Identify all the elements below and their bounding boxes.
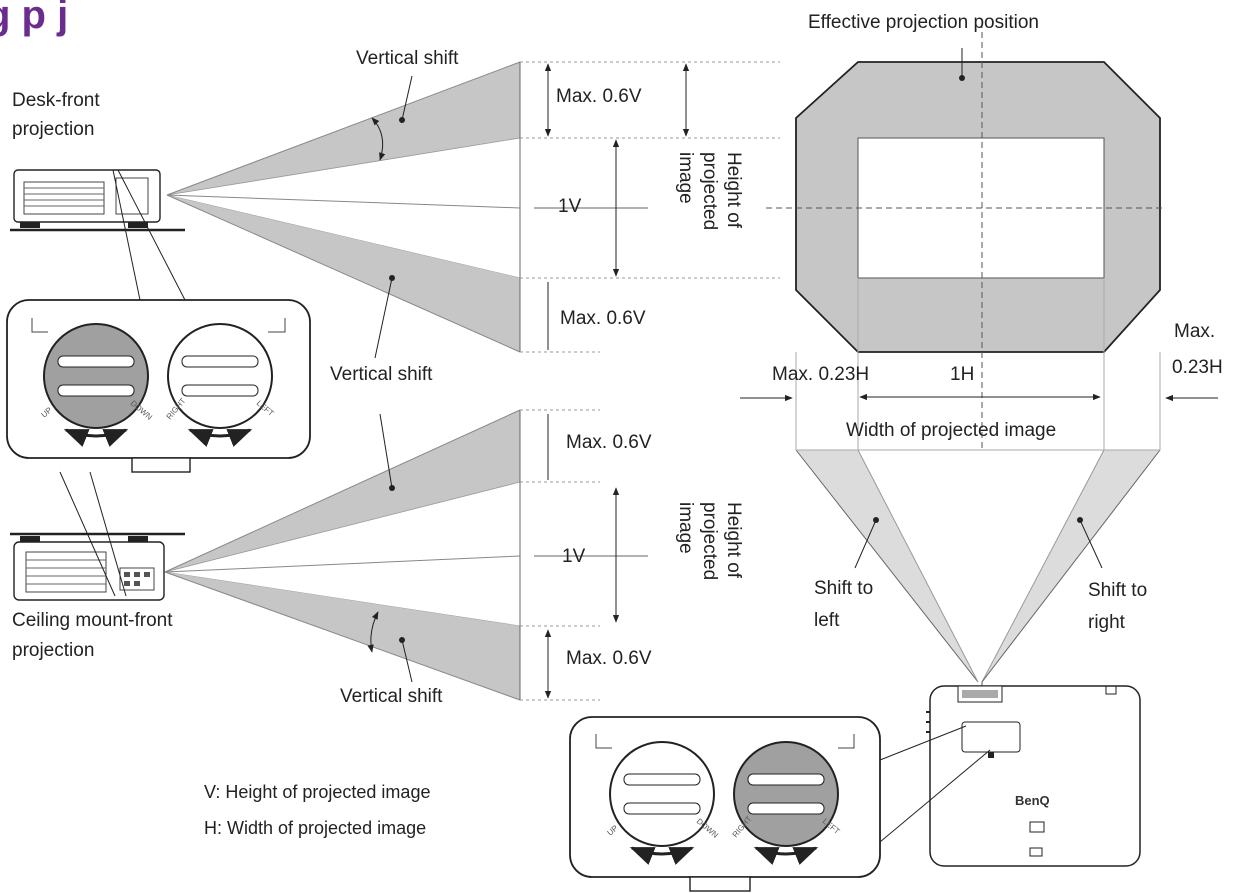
svg-text:image: image bbox=[675, 152, 696, 204]
legend-h: H: Width of projected image bbox=[204, 818, 426, 838]
horizontal-dial-icon bbox=[167, 323, 273, 429]
one-v-label-2: 1V bbox=[562, 546, 586, 567]
front-view-diagram bbox=[740, 22, 1218, 860]
desk-projector bbox=[10, 169, 185, 232]
shift-right-label-1: Shift to bbox=[1088, 580, 1147, 601]
max-023h-label-right-1: Max. bbox=[1174, 321, 1215, 342]
desk-front-diagram bbox=[10, 61, 780, 359]
brand-logo: BenQ bbox=[1015, 793, 1050, 808]
svg-text:Height of: Height of bbox=[723, 502, 744, 579]
width-projected-label: Width of projected image bbox=[846, 420, 1056, 441]
height-label-bottom: Height of projected image bbox=[675, 502, 744, 580]
max-023h-label-right-2: 0.23H bbox=[1172, 357, 1223, 378]
desk-front-label-2: projection bbox=[12, 119, 94, 140]
max-06v-label-1: Max. 0.6V bbox=[556, 86, 642, 107]
ceiling-label-1: Ceiling mount-front bbox=[12, 610, 173, 631]
effective-position-label: Effective projection position bbox=[808, 12, 1039, 33]
ceiling-label-2: projection bbox=[12, 640, 94, 661]
ceiling-front-diagram bbox=[10, 409, 648, 701]
vertical-dial-icon bbox=[43, 323, 149, 429]
ceiling-projector bbox=[10, 532, 185, 601]
max-06v-label-3: Max. 0.6V bbox=[566, 432, 652, 453]
vertical-shift-label-mid: Vertical shift bbox=[330, 364, 433, 385]
height-label-top: Height of projected image bbox=[675, 152, 744, 230]
horizontal-shift-beams bbox=[795, 449, 1161, 683]
horizontal-dial-icon-2 bbox=[733, 741, 839, 847]
svg-text:projected: projected bbox=[699, 152, 720, 230]
shift-left-label-1: Shift to bbox=[814, 578, 873, 599]
shift-right-label-2: right bbox=[1088, 612, 1126, 633]
max-023h-label-left: Max. 0.23H bbox=[772, 364, 869, 385]
desk-front-label-1: Desk-front bbox=[12, 90, 100, 111]
svg-text:image: image bbox=[675, 502, 696, 554]
one-v-label-1: 1V bbox=[558, 196, 582, 217]
upper-dial-panel: UP DOWN RIGHT LEFT bbox=[6, 299, 311, 473]
top-projector: BenQ bbox=[926, 685, 1141, 867]
heading-fragment: g p j bbox=[0, 0, 68, 37]
vertical-shift-label-top: Vertical shift bbox=[356, 48, 459, 69]
svg-text:projected: projected bbox=[699, 502, 720, 580]
max-06v-label-2: Max. 0.6V bbox=[560, 308, 646, 329]
vertical-shift-label-bottom: Vertical shift bbox=[340, 686, 443, 707]
shift-left-label-2: left bbox=[814, 610, 840, 631]
lower-dial-panel: UP DOWN RIGHT LEFT bbox=[569, 716, 881, 892]
svg-text:Height of: Height of bbox=[723, 152, 744, 229]
legend-v: V: Height of projected image bbox=[204, 782, 430, 802]
one-h-label: 1H bbox=[950, 364, 974, 385]
max-06v-label-4: Max. 0.6V bbox=[566, 648, 652, 669]
vertical-dial-icon-2 bbox=[609, 741, 715, 847]
